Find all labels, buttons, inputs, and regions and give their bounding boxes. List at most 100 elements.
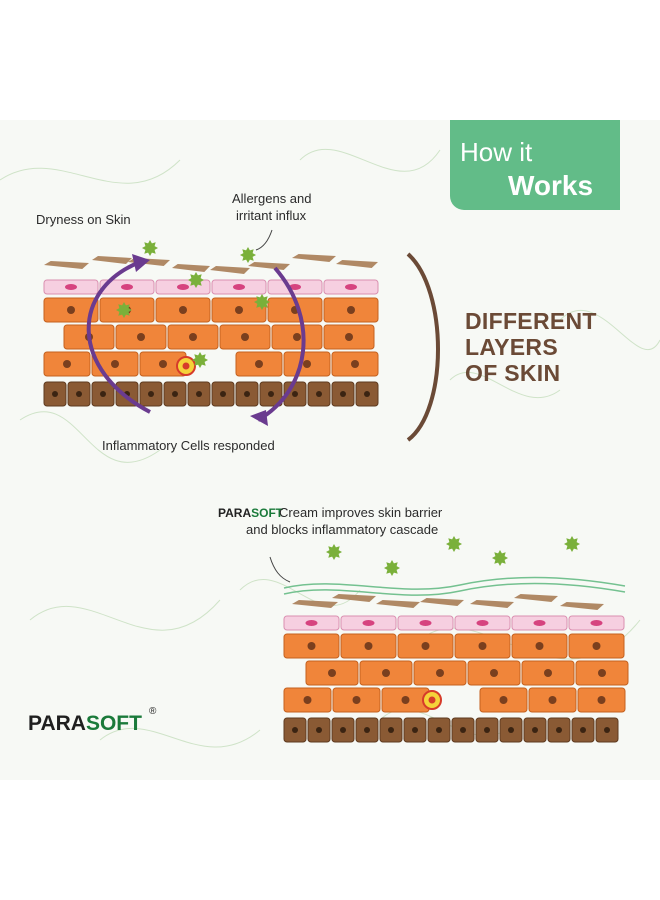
top-orange-cell-nucleus <box>189 333 197 341</box>
top-basal-cell-nucleus <box>100 391 106 397</box>
top-flake <box>292 254 336 262</box>
label-allergens-1: Allergens and <box>232 191 312 206</box>
top-orange-cell-nucleus <box>235 306 243 314</box>
infographic-panel: How it Works Dryness on Skin Allergens a… <box>0 120 660 780</box>
top-pink-cell-nucleus <box>177 284 189 290</box>
bottom-flake <box>292 600 338 608</box>
top-basal-cell-nucleus <box>316 391 322 397</box>
top-pink-cell-nucleus <box>121 284 133 290</box>
pointer-arrow <box>269 556 291 583</box>
bottom-pink-cell-nucleus <box>362 620 375 626</box>
top-immune-cell-nucleus <box>182 362 190 370</box>
top-pink-cell-nucleus <box>345 284 357 290</box>
bottom-orange-cell-nucleus <box>478 642 487 650</box>
label-allergens-2: irritant influx <box>236 208 307 223</box>
bottom-pink-cell-nucleus <box>305 620 318 626</box>
bottom-pink-cell-nucleus <box>590 620 603 626</box>
layers-title-line1: DIFFERENT <box>465 308 597 334</box>
top-orange-cell-nucleus <box>347 306 355 314</box>
top-pink-cell-nucleus <box>65 284 77 290</box>
top-flake <box>210 266 250 274</box>
logo-part2: SOFT <box>85 712 142 735</box>
bottom-flake <box>420 598 464 606</box>
top-basal-cell-nucleus <box>364 391 370 397</box>
bottom-orange-cell-nucleus <box>382 669 390 677</box>
bottom-orange-cell-nucleus <box>499 696 508 704</box>
top-orange-cell-nucleus <box>137 333 145 341</box>
top-orange-cell-nucleus <box>159 360 167 368</box>
top-orange-cell-nucleus <box>351 360 359 368</box>
layers-title-line2: LAYERS <box>465 334 558 360</box>
layers-bracket <box>406 252 440 442</box>
cycle-arrow-left <box>86 260 151 414</box>
bottom-allergen <box>446 536 462 552</box>
top-basal-cell-nucleus <box>172 391 178 397</box>
bottom-flake <box>514 594 558 602</box>
bottom-basal-cell-nucleus <box>484 727 490 733</box>
barrier-line <box>283 576 626 590</box>
bottom-basal-cell-nucleus <box>508 727 514 733</box>
top-orange-cell-nucleus <box>293 333 301 341</box>
bottom-basal-cell-nucleus <box>364 727 370 733</box>
top-orange-cell-nucleus <box>345 333 353 341</box>
label-inflammatory: Inflammatory Cells responded <box>102 438 275 453</box>
bottom-pink-cell-nucleus <box>476 620 489 626</box>
cream-brand: PARASOFT <box>218 506 283 520</box>
top-allergen <box>192 352 208 368</box>
top-basal-cell-nucleus <box>76 391 82 397</box>
bottom-basal-cell-nucleus <box>532 727 538 733</box>
bottom-orange-cell-nucleus <box>303 696 312 704</box>
bottom-orange-cell-nucleus <box>544 669 552 677</box>
bottom-flake <box>560 602 604 610</box>
bottom-basal-cell-nucleus <box>388 727 394 733</box>
bottom-orange-cell-nucleus <box>535 642 544 650</box>
bottom-basal-cell-nucleus <box>412 727 418 733</box>
top-flake <box>92 256 132 264</box>
bottom-orange-cell-nucleus <box>598 669 606 677</box>
bottom-basal-cell-nucleus <box>460 727 466 733</box>
top-basal-cell-nucleus <box>196 391 202 397</box>
top-allergen <box>240 247 256 263</box>
top-pink-cell-nucleus <box>289 284 301 290</box>
bottom-basal-cell-nucleus <box>580 727 586 733</box>
top-orange-cell-nucleus <box>241 333 249 341</box>
bottom-orange-cell-nucleus <box>490 669 498 677</box>
bottom-orange-cell-nucleus <box>307 642 316 650</box>
cycle-arrow-left-head <box>132 254 150 272</box>
top-orange-cell-nucleus <box>67 306 75 314</box>
bottom-orange-cell-nucleus <box>352 696 361 704</box>
bottom-pink-cell-nucleus <box>533 620 546 626</box>
top-basal-cell-nucleus <box>340 391 346 397</box>
bottom-flake <box>376 600 420 608</box>
top-basal-cell-nucleus <box>292 391 298 397</box>
bottom-basal-cell-nucleus <box>604 727 610 733</box>
cycle-arrow-right <box>256 266 306 422</box>
bottom-basal-cell-nucleus <box>340 727 346 733</box>
parasoft-logo: PARASOFT <box>28 712 142 736</box>
top-flake <box>248 262 290 270</box>
top-basal-cell-nucleus <box>148 391 154 397</box>
skin-diagram <box>43 229 629 743</box>
top-orange-cell-nucleus <box>63 360 71 368</box>
bottom-orange-cell-nucleus <box>401 696 410 704</box>
label-dryness: Dryness on Skin <box>36 212 131 227</box>
top-flake <box>336 260 378 268</box>
logo-part1: PARA <box>28 712 86 735</box>
bottom-basal-cell-nucleus <box>316 727 322 733</box>
bottom-orange-cell-nucleus <box>436 669 444 677</box>
bottom-basal-cell-nucleus <box>436 727 442 733</box>
top-basal-cell-nucleus <box>268 391 274 397</box>
bottom-orange-cell-nucleus <box>364 642 373 650</box>
bottom-allergen <box>492 550 508 566</box>
top-pink-cell-nucleus <box>233 284 245 290</box>
bottom-orange-cell-nucleus <box>597 696 606 704</box>
top-flake <box>172 264 210 272</box>
top-basal-cell-nucleus <box>220 391 226 397</box>
top-allergen <box>254 294 270 310</box>
bottom-pink-cell-nucleus <box>419 620 432 626</box>
bottom-allergen <box>384 560 400 576</box>
top-allergen <box>188 272 204 288</box>
bottom-immune-cell-nucleus <box>428 696 436 704</box>
header-line2: Works <box>508 170 594 201</box>
top-orange-cell-nucleus <box>179 306 187 314</box>
